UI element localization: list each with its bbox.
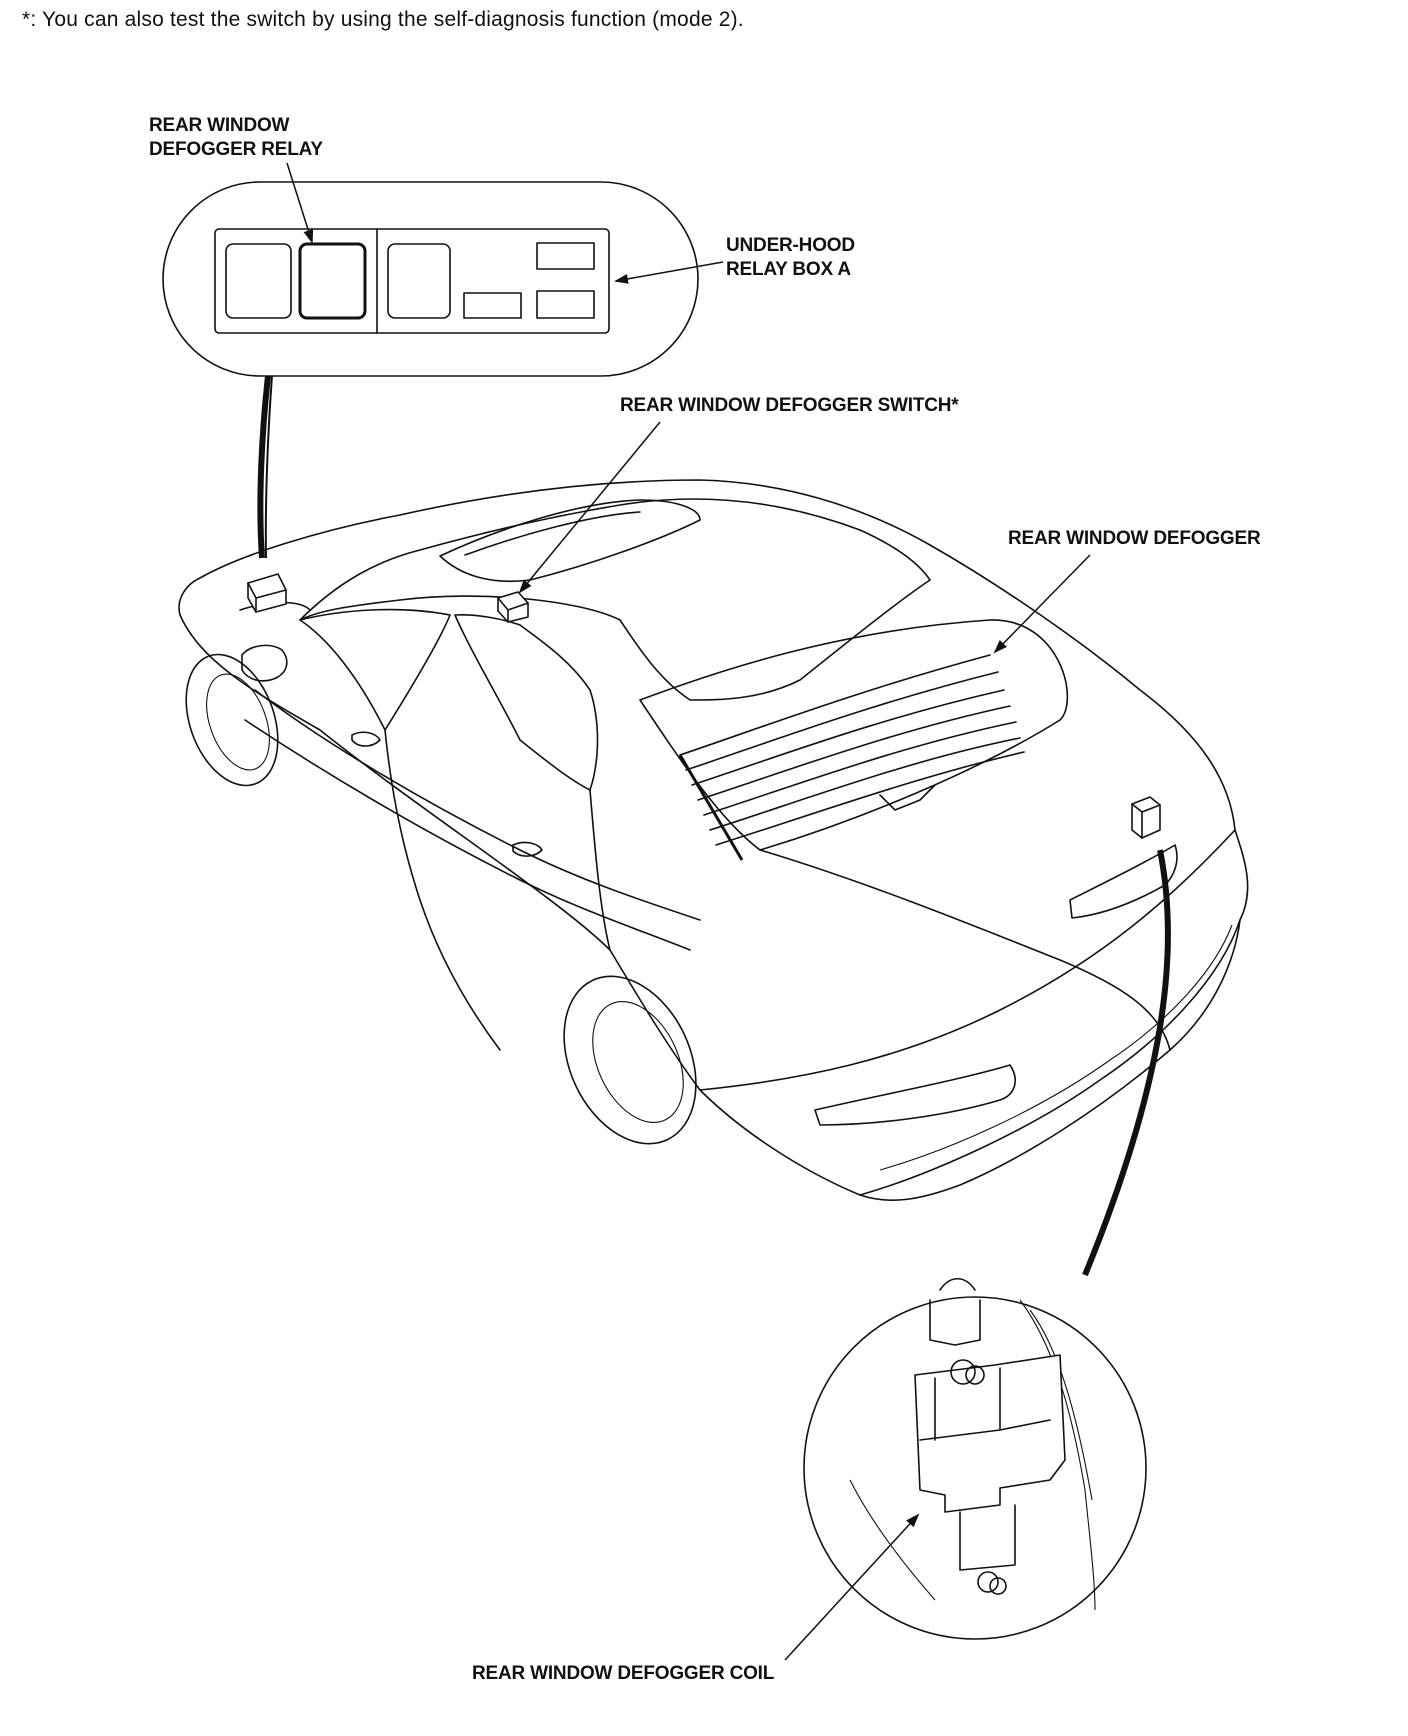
relay-box-inset bbox=[162, 181, 699, 377]
coil-leader-line bbox=[784, 1513, 920, 1661]
relay-box-label: UNDER-HOOD RELAY BOX A bbox=[726, 235, 855, 280]
relay-label: REAR WINDOW DEFOGGER RELAY bbox=[149, 115, 323, 160]
inset-connector-line bbox=[257, 375, 271, 559]
car-illustration bbox=[178, 479, 1249, 1201]
switch-leader-line bbox=[518, 421, 661, 594]
relay-box-leader-line bbox=[614, 261, 724, 284]
footnote-text: *: You can also test the switch by using… bbox=[22, 8, 744, 31]
coil-inset bbox=[803, 1277, 1147, 1640]
coil-connector-line bbox=[1082, 849, 1171, 1277]
relay-leader-line bbox=[286, 162, 314, 244]
defogger-relay-shape bbox=[298, 242, 367, 320]
switch-marker bbox=[497, 591, 529, 623]
defogger-leader-line bbox=[993, 554, 1091, 654]
defogger-grid-lines bbox=[678, 654, 1025, 861]
defogger-label: REAR WINDOW DEFOGGER bbox=[1008, 528, 1261, 549]
engine-relay-box-marker bbox=[247, 573, 287, 613]
switch-label: REAR WINDOW DEFOGGER SWITCH* bbox=[620, 395, 959, 416]
coil-label: REAR WINDOW DEFOGGER COIL bbox=[472, 1663, 775, 1684]
coil-marker bbox=[1131, 796, 1161, 839]
